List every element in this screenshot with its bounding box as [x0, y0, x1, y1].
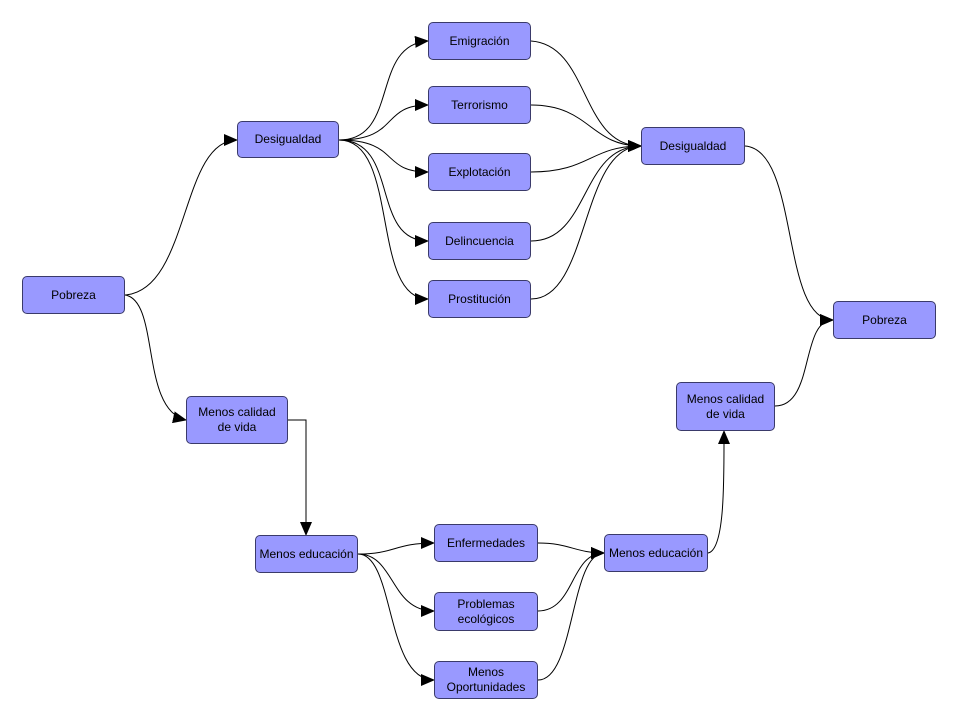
edge-calidad-educacion	[288, 419, 312, 536]
node-menos-calidad-right: Menos calidad de vida	[676, 382, 775, 431]
edge-educacion-enfermedades	[357, 537, 435, 555]
edge-explotacion-desigualdad	[530, 140, 642, 173]
node-prostitucion: Prostitución	[428, 280, 531, 318]
node-emigracion: Emigración	[428, 22, 531, 60]
node-menos-oportunidades: Menos Oportunidades	[434, 661, 538, 699]
node-explotacion: Explotación	[428, 153, 531, 191]
node-pobreza-left: Pobreza	[22, 276, 125, 314]
node-desigualdad-left: Desigualdad	[237, 121, 339, 158]
node-menos-educacion-right: Menos educación	[604, 534, 708, 572]
edge-desigualdad-pobreza	[744, 145, 834, 326]
edge-ecologicos-educacion	[537, 547, 605, 612]
edge-delincuencia-desigualdad	[530, 140, 642, 242]
edge-desigualdad-prostitucion	[338, 139, 429, 305]
node-menos-educacion-left: Menos educación	[255, 535, 358, 573]
node-menos-calidad-left: Menos calidad de vida	[186, 396, 288, 444]
node-terrorismo: Terrorismo	[428, 86, 531, 124]
edge-desigualdad-delincuencia	[338, 139, 429, 247]
edge-educacion-ecologicos	[357, 553, 435, 617]
edge-emigracion-desigualdad	[530, 40, 642, 152]
node-delincuencia: Delincuencia	[428, 222, 531, 260]
node-problemas-ecologicos: Problemas ecológicos	[434, 592, 538, 631]
edge-oportunidades-educacion	[537, 547, 605, 681]
edge-enfermedades-educacion	[537, 542, 605, 559]
edge-desigualdad-terrorismo	[338, 99, 429, 141]
edge-prostitucion-desigualdad	[530, 140, 642, 300]
node-pobreza-right: Pobreza	[833, 301, 936, 339]
edge-calidad-pobreza	[774, 314, 834, 407]
edge-pobreza-desigualdad	[124, 134, 238, 296]
node-enfermedades: Enfermedades	[434, 524, 538, 562]
edge-terrorismo-desigualdad	[530, 104, 642, 152]
edge-desigualdad-explotacion	[338, 139, 429, 178]
edge-desigualdad-emigracion	[338, 35, 429, 141]
edge-pobreza-calidad	[124, 294, 187, 424]
node-desigualdad-right: Desigualdad	[641, 127, 745, 165]
edge-educacion-calidad	[707, 430, 731, 554]
edge-educacion-oportunidades	[357, 553, 435, 686]
